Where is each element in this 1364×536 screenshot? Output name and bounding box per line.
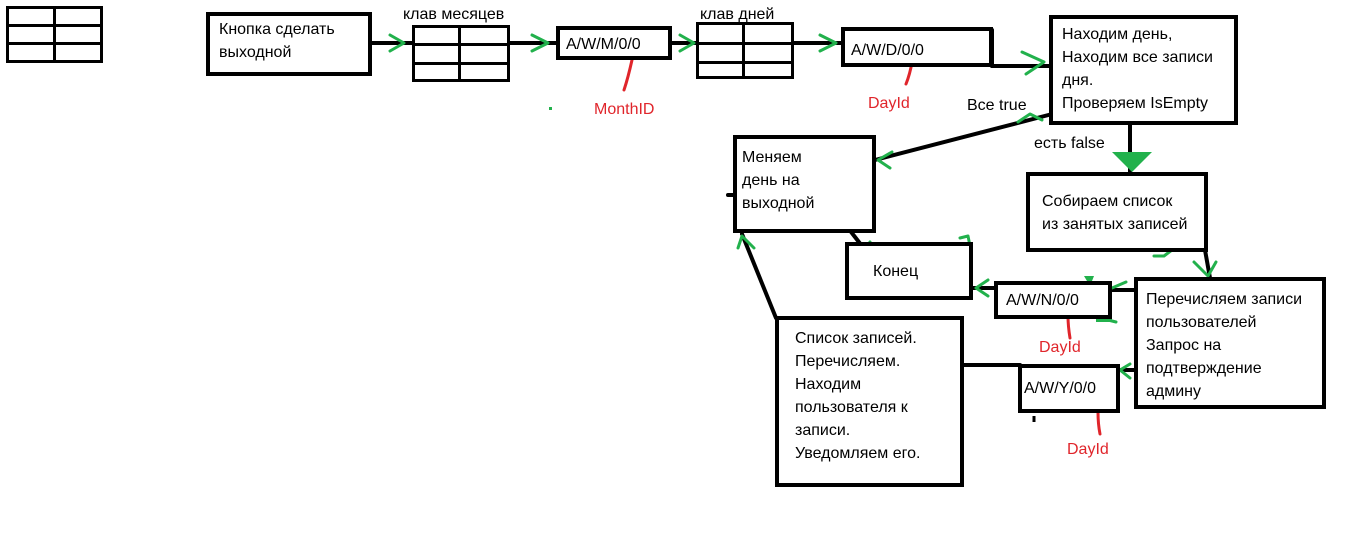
all-true-label: Все true [967,97,1027,114]
collect-list-node [1026,172,1208,252]
end-text: Конец [873,263,919,280]
end-node [845,242,973,300]
records-list-text: Список записей. Перечисляем. Находим пол… [795,330,921,462]
find-day-text: Находим день, Находим все записи дня. Пр… [1062,26,1213,112]
keyboard-icon [6,6,103,63]
collect-list-text: Собираем список из занятых записей [1042,193,1188,233]
enumerate-users-node [1134,277,1326,409]
has-false-label: есть false [1034,135,1105,152]
change-day-text: Меняем день на выходной [742,149,815,212]
change-day-node [733,135,876,233]
month-id-label: MonthID [594,101,655,118]
months-keyboard-icon [412,25,510,82]
make-dayoff-button-node [206,12,372,76]
make-dayoff-button-text: Кнопка сделать выходной [219,21,335,61]
month-callback-text: A/W/M/0/0 [566,36,641,53]
day-id-label-3: DayId [1067,441,1109,458]
days-keyboard-label: клав дней [700,6,775,23]
day-callback-node [841,27,993,67]
green-dot [549,107,552,110]
month-callback-node [556,26,672,60]
months-keyboard-label: клав месяцев [403,6,505,23]
find-day-node [1049,15,1238,125]
day-id-label-1: DayId [868,95,910,112]
day-id-label-2: DayId [1039,339,1081,356]
days-keyboard-icon [696,22,794,79]
records-list-node [775,316,964,487]
enumerate-users-text: Перечисляем записи пользователей Запрос … [1146,291,1303,400]
no-callback-node [994,281,1112,319]
no-callback-text: A/W/N/0/0 [1006,292,1079,309]
yes-callback-text: A/W/Y/0/0 [1024,380,1097,397]
yes-callback-node [1018,364,1120,413]
day-callback-text: A/W/D/0/0 [851,42,924,59]
